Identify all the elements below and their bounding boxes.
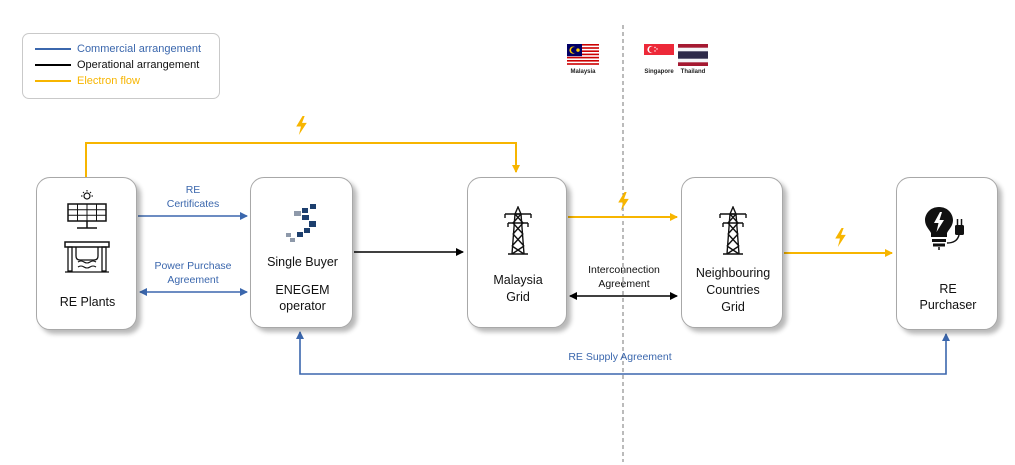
interconnection-label-line1: Interconnection bbox=[588, 264, 660, 276]
re-purchaser-node: RE Purchaser bbox=[896, 177, 998, 330]
single-buyer-node: Single Buyer ENEGEM operator bbox=[250, 177, 353, 328]
ppa-label-line1: Power Purchase bbox=[154, 260, 232, 272]
enegem-label-line2: operator bbox=[279, 299, 326, 313]
malaysia-grid-node: Malaysia Grid bbox=[467, 177, 567, 328]
re-purchaser-label-line1: RE bbox=[939, 282, 957, 296]
malaysia-flag-icon bbox=[567, 44, 599, 66]
re-supply-agreement-arrow bbox=[296, 331, 950, 375]
malaysia-grid-label-line1: Malaysia bbox=[493, 273, 543, 287]
legend-label-commercial: Commercial arrangement bbox=[77, 43, 202, 55]
interconnection-label-line2: Agreement bbox=[598, 278, 650, 290]
singapore-flag-icon bbox=[644, 44, 674, 66]
flag-label-malaysia: Malaysia bbox=[570, 69, 596, 75]
hydro-dam-icon bbox=[64, 241, 110, 273]
neighbouring-grid-label-line2: Countries bbox=[706, 283, 760, 297]
enegem-logo-icon bbox=[286, 204, 316, 242]
re-certificates-label-line2: Certificates bbox=[166, 198, 220, 210]
legend-item-operational: Operational arrangement bbox=[35, 58, 199, 72]
transmission-tower-icon bbox=[504, 206, 532, 255]
lightbulb-plug-icon bbox=[925, 207, 964, 250]
ppa-label-line2: Agreement bbox=[167, 274, 219, 286]
neighbouring-grid-node: Neighbouring Countries Grid bbox=[681, 177, 783, 328]
lightning-icon bbox=[835, 228, 846, 247]
neighbouring-grid-label-line3: Grid bbox=[721, 300, 745, 314]
legend-label-electron: Electron flow bbox=[77, 75, 140, 87]
enegem-label-line1: ENEGEM bbox=[275, 283, 330, 297]
thailand-flag-icon bbox=[678, 44, 708, 66]
flag-label-singapore: Singapore bbox=[644, 69, 674, 75]
re-plants-label: RE Plants bbox=[59, 295, 116, 309]
legend-swatch-operational bbox=[35, 64, 71, 66]
legend-swatch-commercial bbox=[35, 48, 71, 50]
malaysia-grid-label-line2: Grid bbox=[506, 290, 530, 304]
flag-label-thailand: Thailand bbox=[680, 69, 706, 75]
legend: Commercial arrangement Operational arran… bbox=[22, 33, 220, 99]
legend-label-operational: Operational arrangement bbox=[77, 59, 200, 71]
transmission-tower-icon bbox=[719, 206, 747, 255]
re-supply-agreement-label: RE Supply Agreement bbox=[568, 351, 672, 363]
legend-item-electron: Electron flow bbox=[35, 74, 140, 88]
re-plants-node: RE Plants bbox=[36, 177, 137, 330]
single-buyer-label: Single Buyer bbox=[267, 255, 338, 269]
legend-swatch-electron bbox=[35, 80, 71, 82]
electron-flow-top-arrow bbox=[85, 142, 520, 177]
neighbouring-grid-label-line1: Neighbouring bbox=[695, 266, 771, 280]
solar-panel-icon bbox=[67, 190, 107, 229]
legend-item-commercial: Commercial arrangement bbox=[35, 42, 201, 56]
re-purchaser-label-line2: Purchaser bbox=[919, 298, 977, 312]
lightning-icon bbox=[296, 116, 307, 135]
re-certificates-label-line1: RE bbox=[185, 184, 201, 196]
